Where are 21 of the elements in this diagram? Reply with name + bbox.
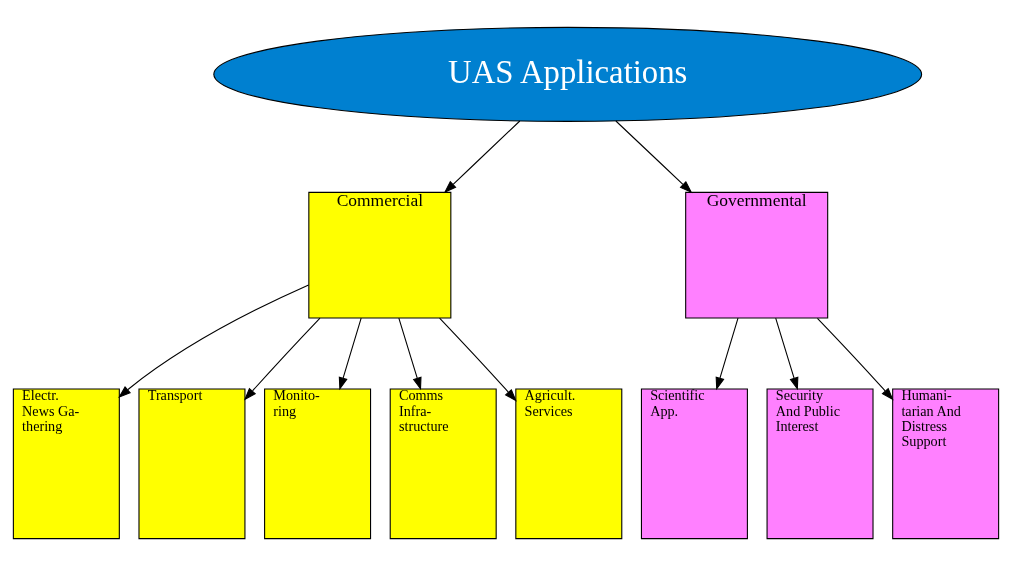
arrow (438, 317, 517, 402)
node-box: Commercial (307, 191, 451, 319)
arrow (117, 284, 309, 399)
node-box: Comms Infra- structure (389, 388, 497, 540)
node-box: Agricult. Services (514, 388, 622, 540)
arrow (243, 317, 321, 401)
arrow (443, 120, 520, 194)
arrow (614, 120, 692, 194)
node-ellipse: UAS Applications (212, 26, 922, 122)
node-box: Transport (137, 388, 245, 540)
arrow (715, 317, 739, 391)
node-box: Scientific App. (640, 388, 748, 540)
node-box: Governmental (684, 191, 828, 319)
arrow (774, 317, 798, 391)
node-box: Humani- tarian And Distress Support (891, 388, 999, 540)
node-box: Electr. News Ga- thering (12, 388, 120, 540)
arrow (338, 317, 362, 391)
arrow (397, 317, 422, 391)
arrow (816, 317, 894, 401)
node-box: Monito- ring (263, 388, 371, 540)
node-box: Security And Public Interest (766, 388, 874, 540)
